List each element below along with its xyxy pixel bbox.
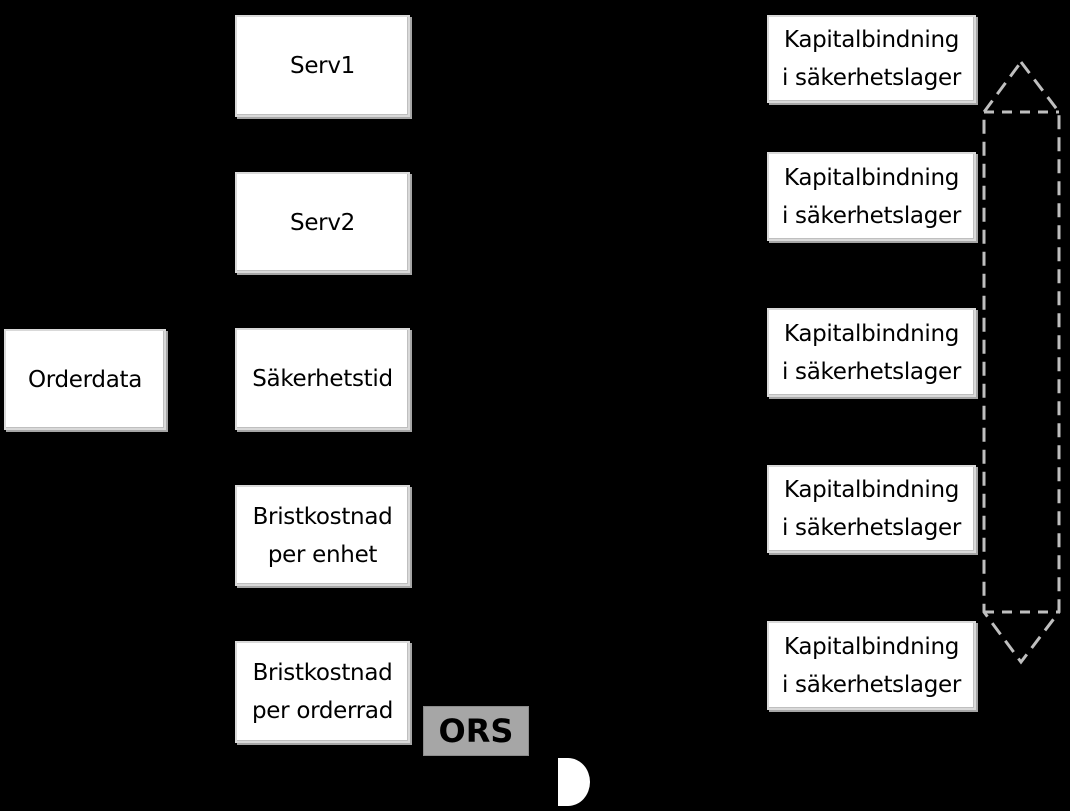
- kapitalbindning-label-1: Kapitalbindning i säkerhetslager: [781, 27, 962, 91]
- kapitalbindning-label-4: Kapitalbindning i säkerhetslager: [781, 477, 962, 541]
- kapitalbindning-box-5: Kapitalbindning i säkerhetslager: [767, 621, 976, 710]
- kapitalbindning-box-4: Kapitalbindning i säkerhetslager: [767, 465, 976, 553]
- kapitalbindning-label-2: Kapitalbindning i säkerhetslager: [781, 164, 962, 229]
- kapitalbindning-label-3: Kapitalbindning i säkerhetslager: [781, 320, 962, 385]
- kapitalbindning-box-1: Kapitalbindning i säkerhetslager: [767, 15, 976, 103]
- serv2-label: Serv2: [290, 209, 355, 236]
- ors-tag: ORS: [423, 706, 529, 756]
- ors-label: ORS: [438, 712, 514, 750]
- half-disc-shape: [558, 758, 590, 806]
- kapitalbindning-label-5: Kapitalbindning i säkerhetslager: [781, 633, 962, 698]
- kapitalbindning-box-3: Kapitalbindning i säkerhetslager: [767, 308, 976, 397]
- sakerhetstid-box: Säkerhetstid: [235, 328, 410, 430]
- orderdata-box: Orderdata: [4, 329, 166, 430]
- sakerhetstid-label: Säkerhetstid: [252, 366, 393, 392]
- serv1-box: Serv1: [235, 15, 410, 117]
- orderdata-label: Orderdata: [27, 366, 143, 393]
- bristkostnad-per-enhet-label: Bristkostnad per enhet: [252, 503, 393, 568]
- bristkostnad-per-enhet-box: Bristkostnad per enhet: [235, 485, 410, 586]
- bristkostnad-per-orderrad-box: Bristkostnad per orderrad: [235, 641, 410, 743]
- kapitalbindning-box-2: Kapitalbindning i säkerhetslager: [767, 152, 976, 241]
- serv1-label: Serv1: [290, 53, 355, 79]
- dashed-double-arrow: [982, 59, 1061, 665]
- bristkostnad-per-orderrad-label: Bristkostnad per orderrad: [252, 660, 393, 724]
- serv2-box: Serv2: [235, 172, 410, 273]
